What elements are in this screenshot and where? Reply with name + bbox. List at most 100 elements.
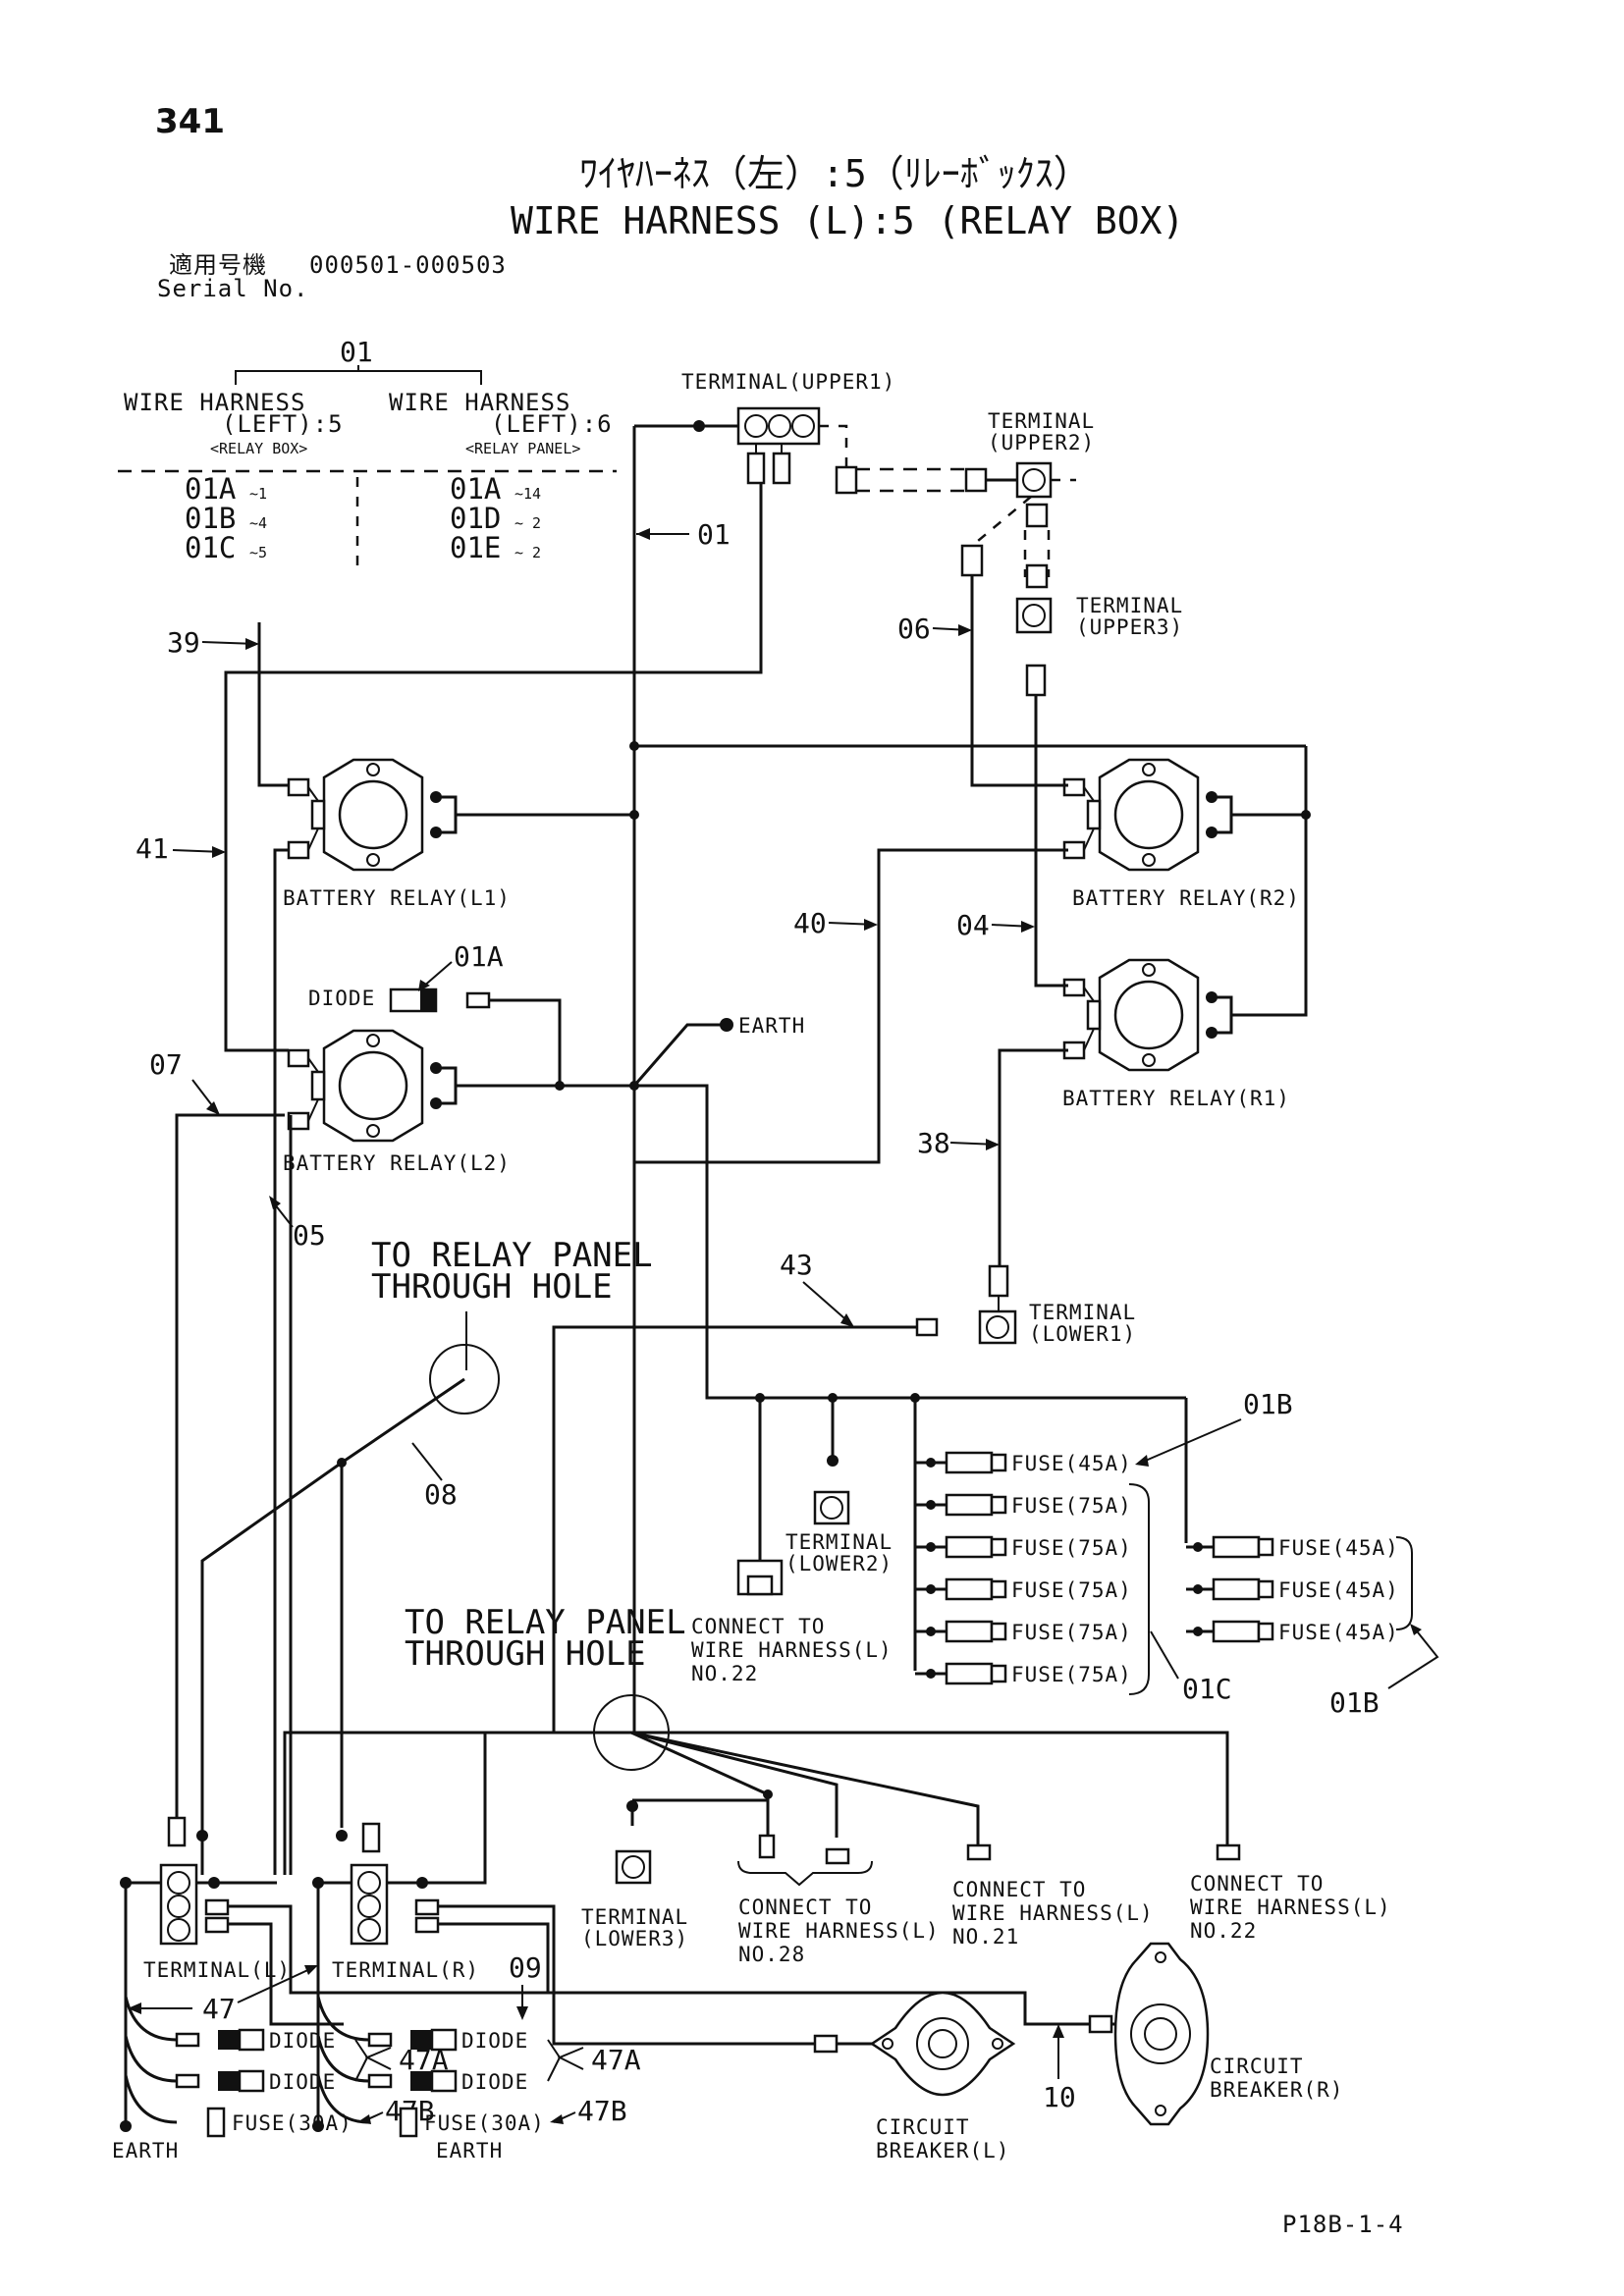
diode-label: DIODE	[461, 2029, 528, 2053]
fuse	[945, 1620, 994, 1643]
footer-page-code: P18B-1-4	[1282, 2211, 1404, 2238]
relay-coil	[338, 779, 408, 850]
relay-terminal-a	[1062, 777, 1086, 797]
terminal-l-label: TERMINAL(L)	[143, 1958, 291, 1982]
fuse	[1212, 1620, 1261, 1643]
through-hole-1-line2: THROUGH HOLE	[371, 1267, 613, 1307]
circuit-breaker-l-label-1: CIRCUIT	[876, 2115, 970, 2139]
terminal-upper3-label-1: TERMINAL	[1076, 594, 1183, 617]
callout-05: 05	[293, 1219, 326, 1252]
legend-right-box: <RELAY PANEL>	[465, 440, 580, 457]
callout-07: 07	[149, 1048, 183, 1081]
title-english: WIRE HARNESS (L):5 (RELAY BOX)	[511, 199, 1184, 242]
fuse	[945, 1535, 994, 1559]
fuse	[945, 1577, 994, 1601]
fuse-label: FUSE(75A)	[1011, 1494, 1132, 1518]
diode-label: DIODE	[461, 2070, 528, 2094]
earth-label-right: EARTH	[436, 2139, 503, 2163]
circuit-breaker-r-label-1: CIRCUIT	[1210, 2055, 1304, 2078]
circuit-breaker-r	[1113, 1942, 1210, 2126]
connect-no22-a-line1: CONNECT TO	[691, 1615, 825, 1638]
legend-left-range-2: ~5	[249, 544, 267, 561]
fuse-label: FUSE(75A)	[1011, 1578, 1132, 1602]
diode-icon	[218, 2071, 240, 2091]
callout-41: 41	[135, 832, 169, 865]
circuit-breaker-r-label-2: BREAKER(R)	[1210, 2078, 1343, 2102]
diode-label: DIODE	[269, 2029, 336, 2053]
fuse-label: FUSE(45A)	[1278, 1578, 1399, 1602]
relay-coil	[338, 1050, 408, 1121]
terminal-lower3-label-2: (LOWER3)	[581, 1927, 688, 1950]
serial-range: 000501-000503	[309, 251, 507, 279]
legend-right-range-2: ~ 2	[514, 544, 541, 561]
fuse	[945, 1493, 994, 1517]
circuit-breaker-l	[869, 1991, 1016, 2097]
legend-left-code-1: 01B	[185, 502, 236, 535]
connect-no28-line3: NO.28	[738, 1943, 805, 1966]
earth-label-top: EARTH	[738, 1014, 805, 1038]
battery-relay-l2-label: BATTERY RELAY(L2)	[283, 1151, 511, 1175]
callout-01c: 01C	[1182, 1673, 1232, 1705]
fuse-label: FUSE(45A)	[1011, 1452, 1132, 1475]
connect-no21-line2: WIRE HARNESS(L)	[952, 1901, 1154, 1925]
terminal-lower1-label-2: (LOWER1)	[1029, 1322, 1136, 1346]
terminal-lower3-label-1: TERMINAL	[581, 1905, 688, 1929]
harness-legend: 01 WIRE HARNESS (LEFT):5 <RELAY BOX> WIR…	[118, 336, 617, 573]
terminal-upper2-label-1: TERMINAL	[988, 409, 1095, 433]
relay-terminal-a	[287, 1048, 310, 1068]
terminal-upper2-label-2: (UPPER2)	[988, 431, 1095, 454]
diode-label: DIODE	[269, 2070, 336, 2094]
callout-06: 06	[897, 613, 931, 645]
fuse-label: FUSE(45A)	[1278, 1621, 1399, 1644]
legend-right-sub: (LEFT):6	[491, 410, 613, 438]
diode-icon	[410, 2071, 432, 2091]
terminal-lower1-label-1: TERMINAL	[1029, 1301, 1136, 1324]
connect-no22-b-line3: NO.22	[1190, 1919, 1257, 1943]
battery-relay-l1	[287, 758, 491, 872]
legend-left-range-1: ~4	[249, 514, 267, 532]
through-hole-2-line1: TO RELAY PANEL	[405, 1603, 686, 1642]
callout-43: 43	[780, 1249, 813, 1281]
terminal-r-label: TERMINAL(R)	[332, 1958, 479, 1982]
legend-right-title: WIRE HARNESS	[389, 389, 570, 416]
legend-right-code-0: 01A	[450, 472, 501, 506]
callout-09: 09	[509, 1951, 542, 1984]
legend-left-range-0: ~1	[249, 485, 267, 503]
legend-left-code-0: 01A	[185, 472, 236, 506]
connect-no22-a-line3: NO.22	[691, 1662, 758, 1685]
legend-right-code-2: 01E	[450, 531, 501, 564]
through-hole-1-line1: TO RELAY PANEL	[371, 1236, 653, 1275]
through-hole-2-line2: THROUGH HOLE	[405, 1634, 646, 1674]
relay-coil	[1113, 980, 1184, 1050]
callout-08: 08	[424, 1478, 458, 1511]
callout-01a: 01A	[454, 940, 504, 973]
callout-01b-top: 01B	[1243, 1388, 1293, 1420]
callout-40: 40	[793, 907, 827, 939]
legend-left-title: WIRE HARNESS	[124, 389, 305, 416]
earth-label-left: EARTH	[112, 2139, 179, 2163]
fuse	[1212, 1577, 1261, 1601]
terminal-upper3-label-2: (UPPER3)	[1076, 615, 1183, 639]
fuse-30a-label: FUSE(30A)	[424, 2111, 545, 2135]
legend-right-code-1: 01D	[450, 502, 501, 535]
callout-38: 38	[917, 1127, 950, 1159]
page-number: 341	[155, 102, 225, 141]
connect-no21-line3: NO.21	[952, 1925, 1019, 1949]
connect-no22-b-line2: WIRE HARNESS(L)	[1190, 1896, 1391, 1919]
legend-right-range-0: ~14	[514, 485, 541, 503]
fuse	[945, 1662, 994, 1685]
callout-47b: 47B	[577, 2095, 627, 2127]
fuse-label: FUSE(45A)	[1278, 1536, 1399, 1560]
terminal-lower2-label-2: (LOWER2)	[785, 1552, 893, 1575]
callout-10: 10	[1043, 2081, 1076, 2113]
battery-relay-l1-label: BATTERY RELAY(L1)	[283, 886, 511, 910]
connect-no28-line2: WIRE HARNESS(L)	[738, 1919, 940, 1943]
battery-relay-r1	[1062, 958, 1267, 1072]
connect-no21-line1: CONNECT TO	[952, 1878, 1086, 1901]
battery-relay-r1-label: BATTERY RELAY(R1)	[1062, 1087, 1290, 1110]
battery-relay-r2-label: BATTERY RELAY(R2)	[1072, 886, 1300, 910]
battery-relay-r2	[1062, 758, 1267, 872]
relay-terminal-a	[287, 777, 310, 797]
connect-no28-line1: CONNECT TO	[738, 1896, 872, 1919]
